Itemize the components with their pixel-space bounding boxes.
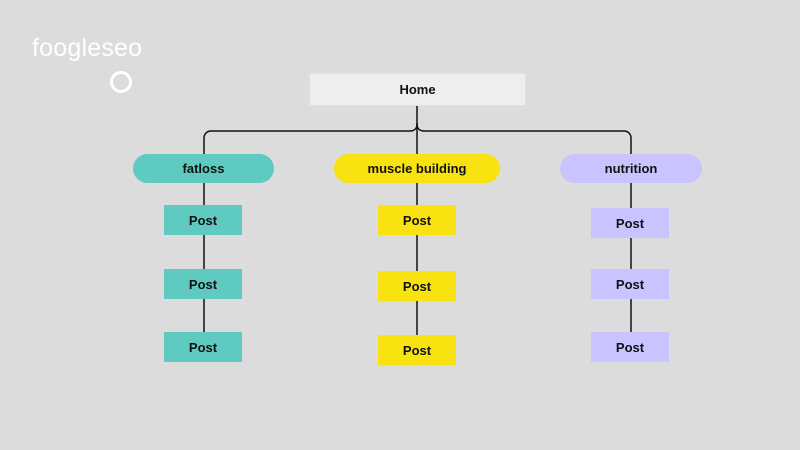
globe-icon	[110, 71, 132, 93]
muscle-building-post-3: Post	[378, 335, 456, 365]
logo-text: foogleseo	[32, 34, 143, 62]
home-to-nutrition-line	[416, 123, 632, 155]
fatloss-category-node: fatloss	[133, 154, 274, 183]
fatloss-post-1: Post	[164, 205, 242, 235]
muscle-building-category-node: muscle building	[334, 154, 500, 183]
muscle-building-post-2: Post	[378, 271, 456, 301]
home-node: Home	[309, 73, 526, 106]
fatloss-post-3: Post	[164, 332, 242, 362]
muscle-building-post-1: Post	[378, 205, 456, 235]
nutrition-category-node: nutrition	[560, 154, 702, 183]
nutrition-post-1: Post	[591, 208, 669, 238]
fatloss-post-2: Post	[164, 269, 242, 299]
nutrition-post-3: Post	[591, 332, 669, 362]
home-to-fatloss-line	[203, 105, 418, 155]
nutrition-post-2: Post	[591, 269, 669, 299]
foogleseo-logo: foogleseo	[32, 32, 182, 93]
